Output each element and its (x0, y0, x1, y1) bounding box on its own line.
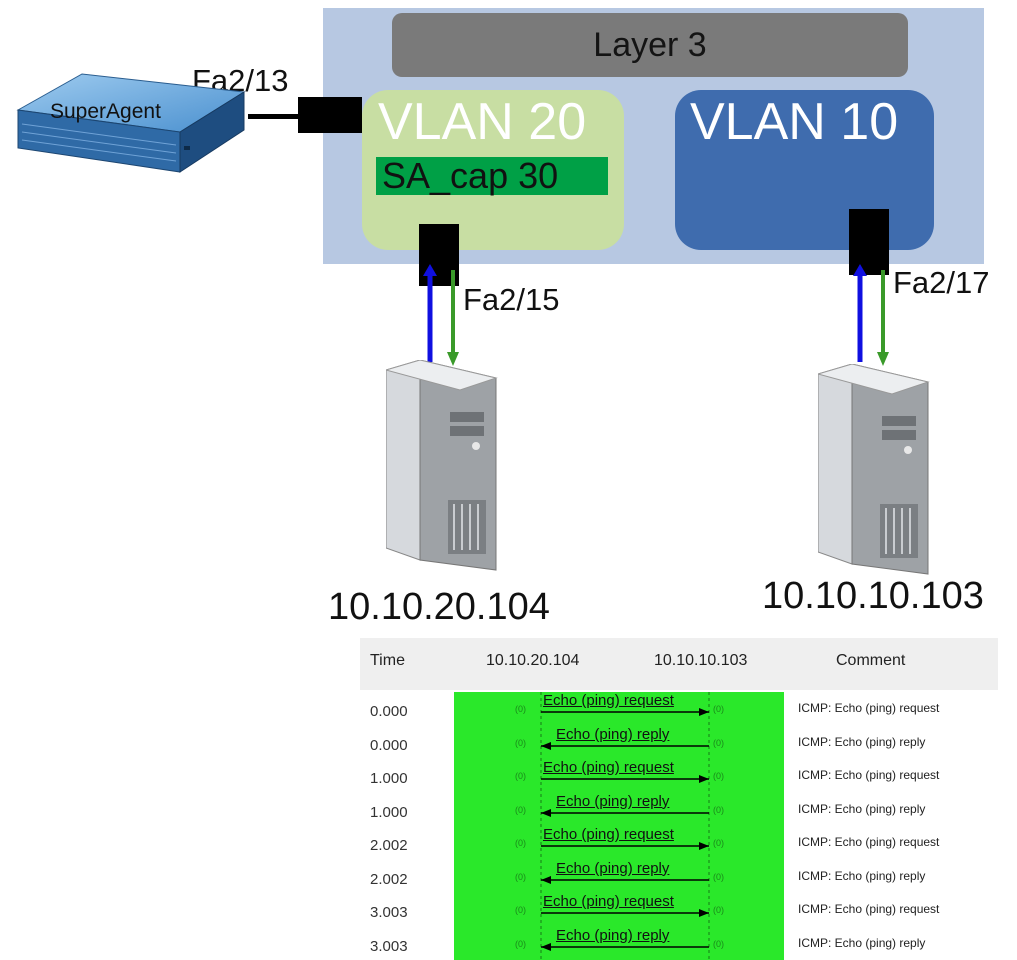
sequence-lifelines (540, 692, 710, 960)
sequence-arrow (541, 808, 709, 817)
traffic-arrows-right (853, 264, 889, 366)
port-fa2-13 (298, 97, 362, 133)
row-time: 0.000 (370, 736, 408, 754)
server-right-icon (818, 364, 930, 575)
sequence-message: Echo (ping) reply (556, 926, 670, 944)
sequence-arrow (541, 741, 709, 750)
capture-label: SA_cap 30 (376, 157, 608, 195)
row-time: 1.000 (370, 770, 408, 787)
vlan10-box (675, 90, 934, 250)
superagent-label: SuperAgent (50, 100, 161, 123)
sequence-arrow (541, 875, 709, 884)
sequence-marker: (0) (515, 838, 526, 848)
sequence-arrow (541, 909, 709, 917)
row-time: 2.002 (370, 870, 408, 888)
sequence-area (454, 692, 784, 960)
sequence-message: Echo (ping) reply (556, 859, 670, 877)
sequence-marker: (0) (515, 905, 526, 915)
row-comment: ICMP: Echo (ping) reply (798, 734, 926, 749)
sequence-marker: (0) (713, 704, 724, 714)
sequence-marker: (0) (713, 871, 724, 882)
sequence-message: Echo (ping) request (543, 692, 674, 709)
row-comment: ICMP: Echo (ping) request (798, 902, 940, 916)
sequence-arrow (541, 708, 709, 716)
sequence-marker: (0) (713, 804, 724, 815)
row-time: 1.000 (370, 803, 408, 821)
vlan10-title: VLAN 10 (690, 93, 899, 151)
sequence-marker: (0) (515, 737, 526, 748)
superagent-appliance-icon (16, 73, 246, 173)
vlan20-title: VLAN 20 (378, 93, 587, 151)
table-header: Time 10.10.20.104 10.10.10.103 Comment (360, 638, 998, 690)
sequence-message: Echo (ping) reply (556, 725, 670, 743)
sequence-message: Echo (ping) reply (556, 792, 670, 810)
sequence-marker: (0) (713, 938, 724, 949)
server-left-icon (386, 360, 498, 571)
header-dst: 10.10.10.103 (654, 652, 748, 669)
sequence-marker: (0) (713, 905, 724, 915)
uplink-cable (248, 114, 298, 119)
row-time: 0.000 (370, 703, 408, 720)
sequence-marker: (0) (515, 771, 526, 781)
port-label-fa2-15: Fa2/15 (463, 282, 560, 317)
sequence-arrow (541, 775, 709, 783)
row-comment: ICMP: Echo (ping) request (798, 768, 940, 782)
sequence-arrow (541, 842, 709, 850)
sequence-message: Echo (ping) request (543, 759, 674, 776)
sequence-arrow (541, 942, 709, 951)
row-time: 3.003 (370, 937, 408, 955)
sequence-marker: (0) (515, 938, 526, 949)
sequence-message: Echo (ping) request (543, 893, 674, 910)
row-comment: ICMP: Echo (ping) request (798, 835, 940, 849)
port-fa2-17 (849, 209, 889, 275)
host-ip-left: 10.10.20.104 (328, 586, 550, 628)
sequence-marker: (0) (515, 704, 526, 714)
sequence-marker: (0) (515, 804, 526, 815)
header-src: 10.10.20.104 (486, 652, 580, 669)
packet-trace-table: Time 10.10.20.104 10.10.10.103 Comment 0… (360, 638, 998, 960)
row-comment: ICMP: Echo (ping) reply (798, 935, 926, 950)
sequence-message: Echo (ping) request (543, 826, 674, 843)
layer3-bar: Layer 3 (392, 13, 908, 77)
row-time: 3.003 (370, 904, 408, 921)
traffic-arrows-left (423, 264, 459, 366)
sequence-marker: (0) (713, 771, 724, 781)
row-comment: ICMP: Echo (ping) reply (798, 868, 926, 883)
header-time: Time (370, 652, 405, 669)
header-comment: Comment (836, 652, 906, 669)
port-label-fa2-17: Fa2/17 (893, 265, 990, 300)
sequence-marker: (0) (713, 838, 724, 848)
row-comment: ICMP: Echo (ping) request (798, 701, 940, 715)
sequence-marker: (0) (515, 871, 526, 882)
row-time: 2.002 (370, 837, 408, 854)
sequence-marker: (0) (713, 737, 724, 748)
host-ip-right: 10.10.10.103 (762, 575, 984, 617)
row-comment: ICMP: Echo (ping) reply (798, 801, 926, 816)
